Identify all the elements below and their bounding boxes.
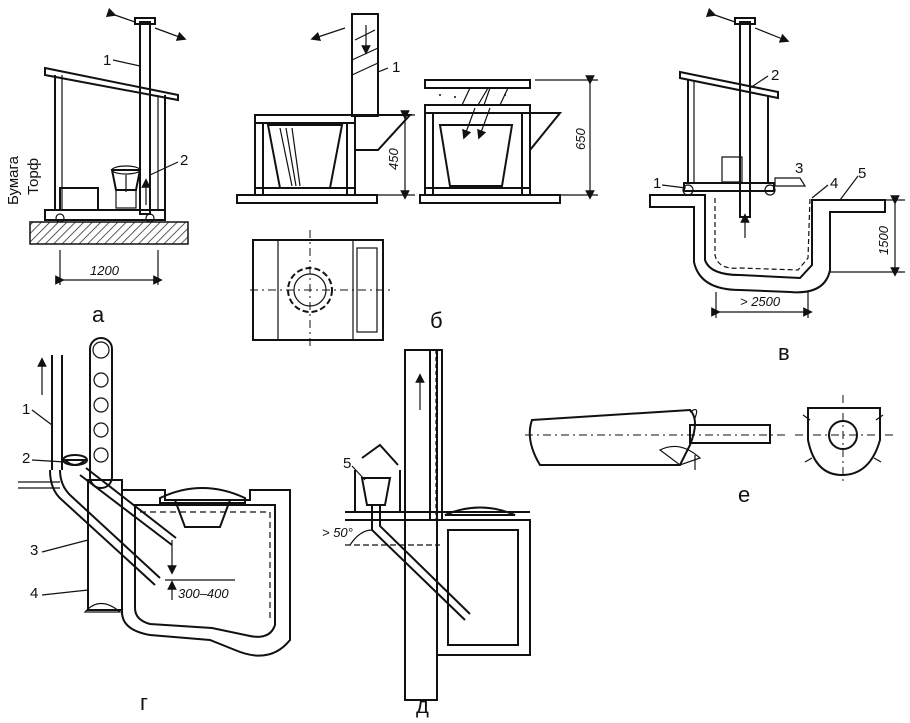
figure-e: е bbox=[525, 395, 893, 507]
end-view-e bbox=[807, 407, 881, 477]
wall-d bbox=[404, 349, 438, 701]
pit-box-d bbox=[447, 529, 519, 646]
lid-g bbox=[159, 487, 246, 504]
dim-v-width: > 2500 bbox=[740, 294, 781, 309]
roof-a bbox=[44, 66, 179, 102]
figure-v: 1 2 3 4 5 1500 > 2500 в bbox=[649, 7, 905, 365]
label-v-2: 2 bbox=[771, 67, 779, 84]
pit-walls-v bbox=[649, 194, 886, 294]
pit-g bbox=[121, 489, 291, 657]
bucket-left bbox=[266, 124, 344, 189]
scoop-e bbox=[528, 408, 696, 466]
caption-e: е bbox=[738, 482, 750, 507]
label-g-4: 4 bbox=[30, 585, 38, 602]
label-a-2: 2 bbox=[180, 152, 188, 169]
bucket-right bbox=[438, 124, 514, 187]
caption-a: а bbox=[92, 302, 105, 327]
vent-pipe-a bbox=[139, 21, 151, 215]
label-d-5: 5 bbox=[343, 455, 351, 472]
ground-slab-a bbox=[29, 221, 189, 245]
label-v-5: 5 bbox=[858, 165, 866, 182]
figure-d: > 50° 5 д bbox=[322, 349, 531, 718]
figure-b: 1 450 650 б bbox=[236, 13, 598, 350]
dim-v-depth: 1500 bbox=[876, 225, 891, 255]
label-v-1: 1 bbox=[653, 175, 661, 192]
label-v-3: 3 bbox=[795, 160, 803, 177]
dim-d-angle: > 50° bbox=[322, 525, 353, 540]
caption-b: б bbox=[430, 308, 443, 333]
label-a-1: 1 bbox=[103, 52, 111, 69]
label-g-3: 3 bbox=[30, 542, 38, 559]
label-v-4: 4 bbox=[830, 175, 838, 192]
label-paper: Бумага bbox=[5, 155, 22, 205]
dim-b-450: 450 bbox=[386, 148, 401, 170]
peat-box bbox=[59, 187, 99, 211]
dim-a-width: 1200 bbox=[90, 263, 120, 278]
brick-wall-g bbox=[87, 479, 123, 611]
label-peat: Торф bbox=[25, 158, 42, 195]
label-g-2: 2 bbox=[22, 450, 30, 467]
caption-g: г bbox=[140, 690, 148, 715]
platform-a bbox=[44, 209, 166, 221]
figure-g: 1 2 3 4 300–400 г bbox=[18, 337, 291, 715]
caption-d: д bbox=[416, 693, 429, 718]
dim-g-gap: 300–400 bbox=[178, 586, 229, 601]
vent-pipe-v bbox=[739, 21, 751, 218]
figure-a: Бумага Торф 1 2 1200 а bbox=[5, 7, 189, 327]
elevator-chain bbox=[89, 337, 113, 489]
label-b-1: 1 bbox=[392, 59, 400, 76]
label-g-1: 1 bbox=[22, 401, 30, 418]
caption-v: в bbox=[778, 340, 790, 365]
dim-b-650: 650 bbox=[573, 128, 588, 150]
